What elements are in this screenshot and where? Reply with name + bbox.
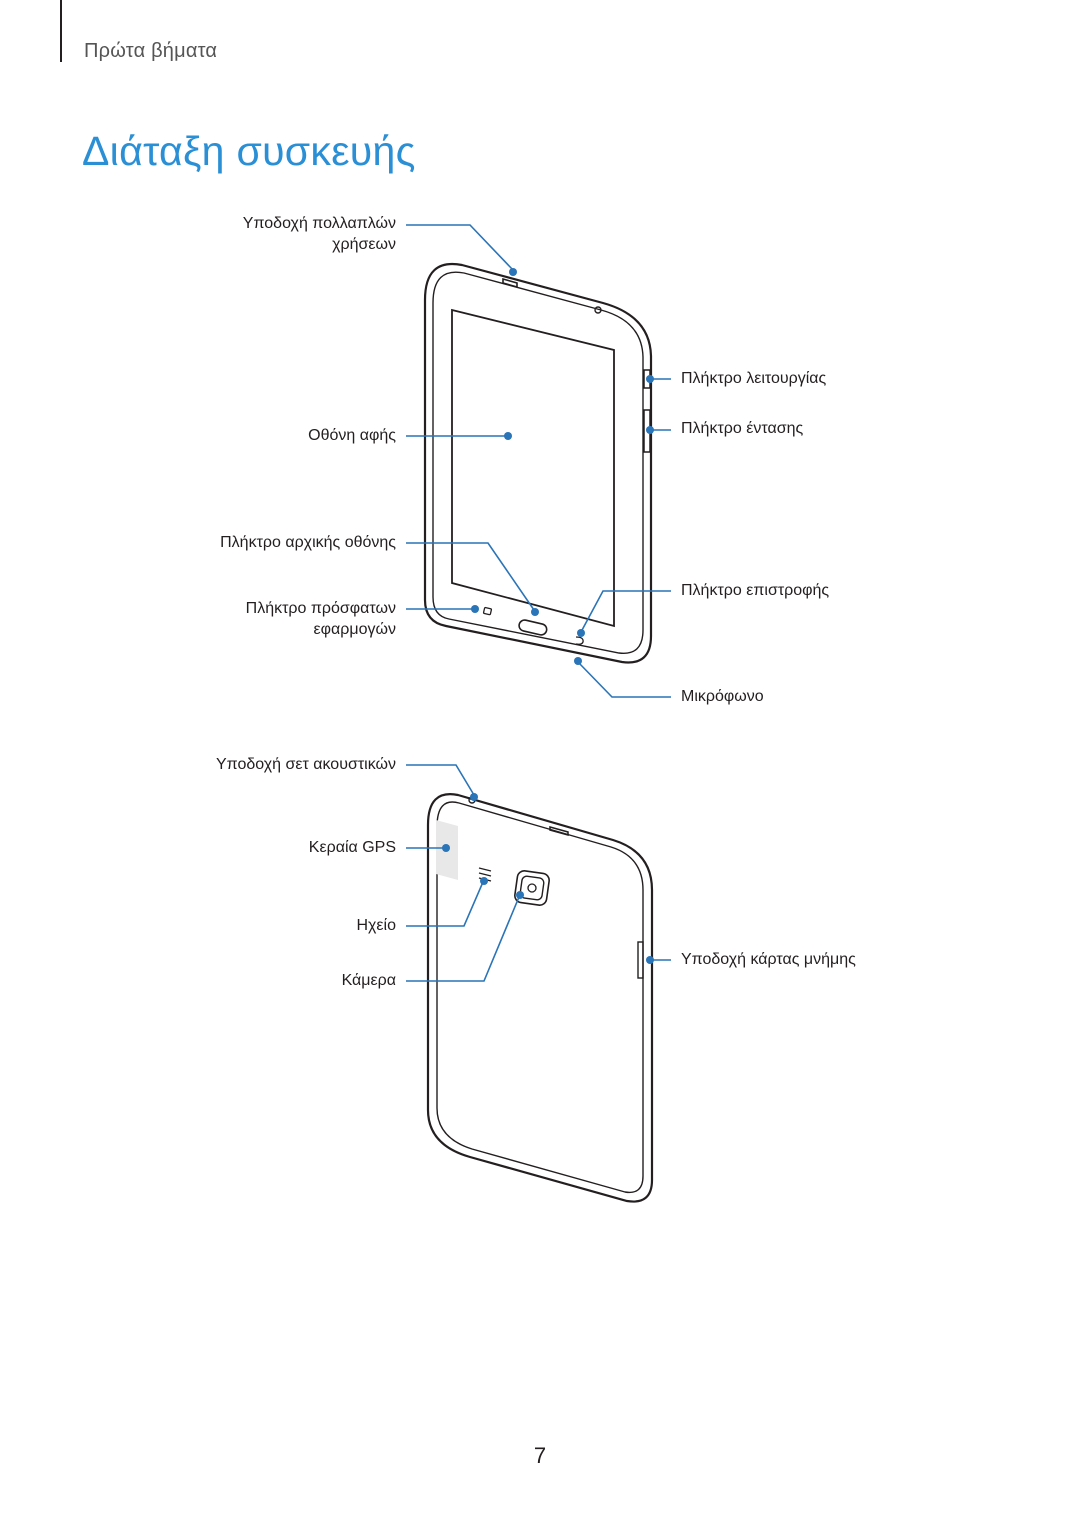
front-camera-shape <box>594 306 602 314</box>
section-title: Πρώτα βήματα <box>84 40 218 62</box>
dot-memory-card-slot <box>646 956 654 964</box>
multipurpose-jack-shape <box>502 277 518 289</box>
camera-module-outer <box>514 870 550 906</box>
leader-headset-jack <box>406 764 475 796</box>
dot-speaker <box>480 877 488 885</box>
label-volume-key: Πλήκτρο έντασης <box>681 420 804 437</box>
label-home-key: Πλήκτρο αρχικής οθόνης <box>220 534 396 551</box>
memory-card-slot-shape <box>637 941 644 979</box>
dot-multipurpose-jack <box>509 268 517 276</box>
back-top-slot <box>549 826 569 836</box>
dot-home-key <box>531 608 539 616</box>
recent-apps-icon <box>482 606 493 616</box>
label-gps-antenna: Κεραία GPS <box>308 839 396 856</box>
dot-volume-key <box>646 426 654 434</box>
tablet-front-illustration <box>423 262 653 664</box>
screen-outline <box>451 308 615 628</box>
camera-lens-shape <box>527 883 537 893</box>
back-outer-body <box>426 793 654 1203</box>
back-icon <box>575 636 584 645</box>
dot-power-key <box>646 375 654 383</box>
label-back-key: Πλήκτρο επιστροφής <box>681 582 830 599</box>
dot-recent-apps-key <box>471 605 479 613</box>
leader-speaker <box>406 881 484 927</box>
leader-multipurpose-jack <box>406 224 514 271</box>
dot-gps-antenna <box>442 844 450 852</box>
tablet-back-illustration <box>426 793 654 1203</box>
page-number: 7 <box>533 1443 547 1468</box>
dot-headset-jack <box>470 793 478 801</box>
front-inner-bezel <box>432 271 644 654</box>
dot-touchscreen <box>504 432 512 440</box>
home-button-shape <box>518 619 548 636</box>
label-microphone: Μικρόφωνο <box>681 688 764 705</box>
front-outer-body <box>423 262 653 664</box>
dot-microphone <box>574 657 582 665</box>
dot-camera <box>516 891 524 899</box>
leader-camera <box>406 896 520 982</box>
leader-microphone <box>577 661 671 698</box>
camera-module-inner <box>519 875 545 901</box>
section-divider <box>60 0 62 62</box>
label-power-key: Πλήκτρο λειτουργίας <box>681 370 827 387</box>
leader-home-key <box>406 542 535 611</box>
dot-back-key <box>577 629 585 637</box>
leader-dots <box>442 268 654 964</box>
back-inner-edge <box>436 801 644 1194</box>
label-multipurpose-jack: Υποδοχή πολλαπλών χρήσεων <box>242 215 396 253</box>
leader-lines <box>406 224 671 982</box>
label-memory-card-slot: Υποδοχή κάρτας μνήμης <box>681 951 856 968</box>
label-camera: Κάμερα <box>341 972 396 989</box>
label-touchscreen: Οθόνη αφής <box>308 427 396 444</box>
label-speaker: Ηχείο <box>356 917 396 934</box>
page-title: Διάταξη συσκευής <box>82 128 416 174</box>
label-recent-apps-key: Πλήκτρο πρόσφατων εφαρμογών <box>245 600 396 638</box>
leader-back-key <box>580 590 671 633</box>
label-headset-jack: Υποδοχή σετ ακουστικών <box>215 756 396 773</box>
